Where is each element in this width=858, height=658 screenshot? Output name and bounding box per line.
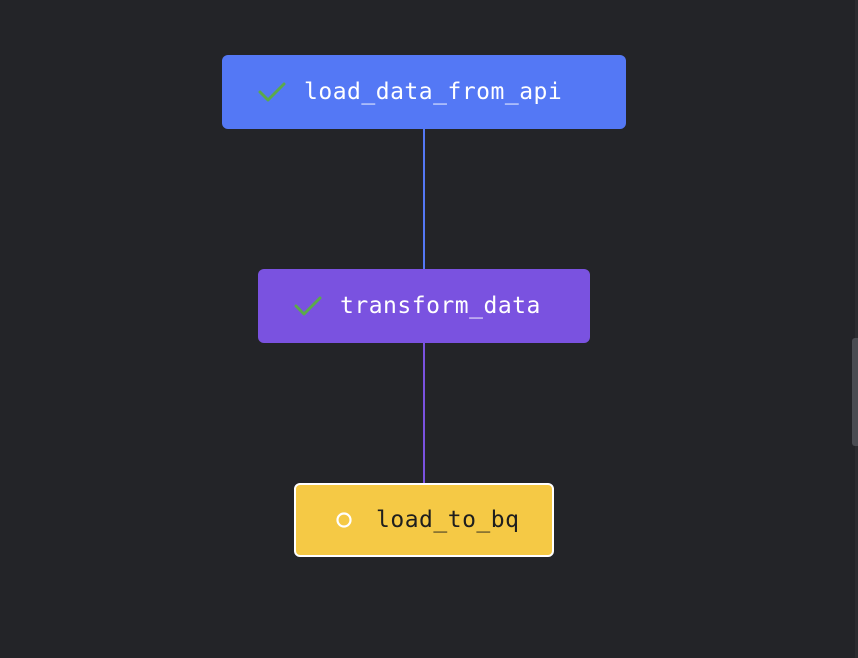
node-label: load_to_bq	[376, 507, 520, 533]
node-transform-data[interactable]: transform_data	[258, 269, 590, 343]
node-label: load_data_from_api	[304, 79, 563, 105]
scroll-track	[855, 0, 858, 658]
circle-icon	[330, 506, 358, 534]
check-icon	[294, 292, 322, 320]
node-load-data-from-api[interactable]: load_data_from_api	[222, 55, 626, 129]
check-icon	[258, 78, 286, 106]
node-label: transform_data	[340, 293, 541, 319]
edge-transform-to-load-to-bq	[423, 342, 425, 484]
scrollbar-thumb[interactable]	[852, 338, 858, 446]
edge-load-data-to-transform	[423, 128, 425, 270]
node-load-to-bq[interactable]: load_to_bq	[294, 483, 554, 557]
